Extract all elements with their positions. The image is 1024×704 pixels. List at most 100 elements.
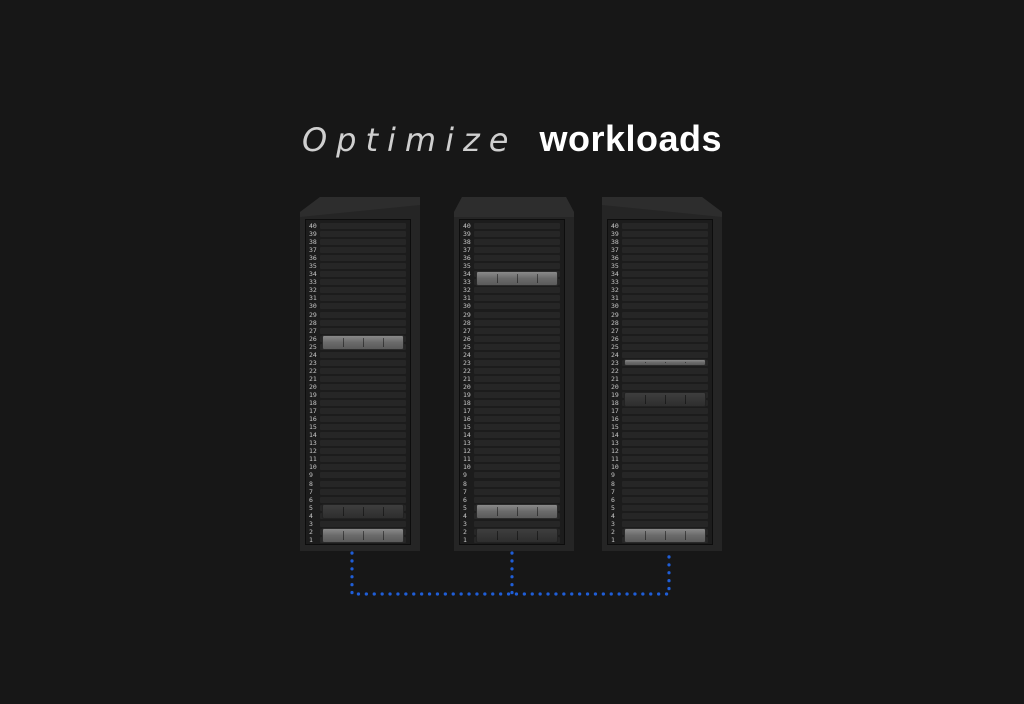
rack-unit-number: 5 xyxy=(309,503,313,512)
empty-slot xyxy=(622,424,708,431)
rack-unit-number: 5 xyxy=(611,503,615,512)
empty-slot xyxy=(474,408,560,415)
rack-unit-number: 4 xyxy=(309,511,313,520)
rack-unit: 15 xyxy=(610,423,710,431)
rack-unit: 39 xyxy=(308,230,408,238)
server-unit xyxy=(322,504,404,520)
rack-unit: 15 xyxy=(462,423,562,431)
empty-slot xyxy=(622,351,708,358)
rack-unit-number: 25 xyxy=(309,342,317,351)
rack-unit: 28 xyxy=(462,319,562,327)
empty-slot xyxy=(474,464,560,471)
rack-unit-number: 16 xyxy=(309,415,317,424)
rack-unit-number: 13 xyxy=(309,439,317,448)
rack-unit: 12 xyxy=(462,447,562,455)
rack-unit-number: 32 xyxy=(611,286,619,295)
rack-unit-number: 33 xyxy=(611,278,619,287)
rack-unit: 31 xyxy=(462,294,562,302)
rack-unit: 3 xyxy=(308,520,408,528)
rack-unit-number: 31 xyxy=(309,294,317,303)
rack-unit-number: 39 xyxy=(611,230,619,239)
rack-unit: 11 xyxy=(462,455,562,463)
rack-unit: 13 xyxy=(610,439,710,447)
server-unit xyxy=(624,528,706,544)
rack-unit-number: 27 xyxy=(309,326,317,335)
rack-unit: 38 xyxy=(610,238,710,246)
drive-bay xyxy=(477,273,518,283)
rack-unit-number: 40 xyxy=(463,222,471,230)
rack-unit: 27 xyxy=(462,327,562,335)
empty-slot xyxy=(474,375,560,382)
rack-unit-number: 37 xyxy=(611,246,619,255)
empty-slot xyxy=(474,351,560,358)
rack-unit: 16 xyxy=(308,415,408,423)
rack-unit-number: 6 xyxy=(309,495,313,504)
rack-unit-number: 21 xyxy=(611,374,619,383)
rack-unit-number: 21 xyxy=(309,374,317,383)
rack-unit-number: 3 xyxy=(309,519,313,528)
rack-unit: 12 xyxy=(610,447,710,455)
rack-unit-number: 17 xyxy=(463,407,471,416)
rack-unit: 27 xyxy=(308,327,408,335)
rack-unit: 9 xyxy=(610,471,710,479)
rack-unit: 36 xyxy=(308,254,408,262)
rack-unit: 11 xyxy=(308,455,408,463)
rack-unit-number: 2 xyxy=(611,527,615,536)
drive-bay xyxy=(477,531,498,541)
drive-bay xyxy=(625,394,686,404)
rack-unit: 29 xyxy=(610,311,710,319)
drive-bay xyxy=(323,531,344,541)
rack-unit: 23 xyxy=(462,359,562,367)
rack-unit: 19 xyxy=(462,391,562,399)
rack-unit-number: 15 xyxy=(463,423,471,432)
rack-unit: 38 xyxy=(308,238,408,246)
empty-slot xyxy=(622,279,708,286)
empty-slot xyxy=(320,247,406,254)
rack-unit: 26 xyxy=(462,335,562,343)
rack-unit: 6 xyxy=(462,496,562,504)
rack-unit: 3 xyxy=(610,520,710,528)
rack-unit-number: 23 xyxy=(611,358,619,367)
drive-bay xyxy=(625,394,666,404)
rack-unit: 22 xyxy=(462,367,562,375)
rack-unit: 35 xyxy=(462,262,562,270)
rack-unit: 30 xyxy=(610,302,710,310)
empty-slot xyxy=(474,319,560,326)
empty-slot xyxy=(320,303,406,310)
rack-unit-number: 10 xyxy=(611,463,619,472)
rack-unit-number: 18 xyxy=(463,399,471,408)
empty-slot xyxy=(320,255,406,262)
empty-slot xyxy=(474,239,560,246)
rack-unit-number: 30 xyxy=(309,302,317,311)
empty-slot xyxy=(474,231,560,238)
rack-unit-number: 34 xyxy=(463,270,471,279)
rack-unit-number: 17 xyxy=(309,407,317,416)
drive-bay xyxy=(477,273,498,283)
drive-bay xyxy=(323,507,384,517)
empty-slot xyxy=(622,416,708,423)
rack-unit-number: 12 xyxy=(611,447,619,456)
empty-slot xyxy=(622,432,708,439)
rack-unit: 34 xyxy=(308,270,408,278)
rack-unit-number: 7 xyxy=(309,487,313,496)
empty-slot xyxy=(320,287,406,294)
rack-unit: 17 xyxy=(462,407,562,415)
empty-slot xyxy=(320,400,406,407)
empty-slot xyxy=(474,335,560,342)
rack-unit-number: 17 xyxy=(611,407,619,416)
empty-slot xyxy=(320,375,406,382)
rack-unit-number: 10 xyxy=(309,463,317,472)
rack-unit-number: 11 xyxy=(611,455,619,464)
empty-slot xyxy=(474,343,560,350)
empty-slot xyxy=(320,391,406,398)
empty-slot xyxy=(622,327,708,334)
rack-unit-number: 28 xyxy=(309,318,317,327)
rack-unit-number: 16 xyxy=(611,415,619,424)
rack-unit-number: 1 xyxy=(611,535,615,544)
rack-unit-number: 14 xyxy=(611,431,619,440)
empty-slot xyxy=(320,311,406,318)
drive-bay xyxy=(323,338,344,348)
